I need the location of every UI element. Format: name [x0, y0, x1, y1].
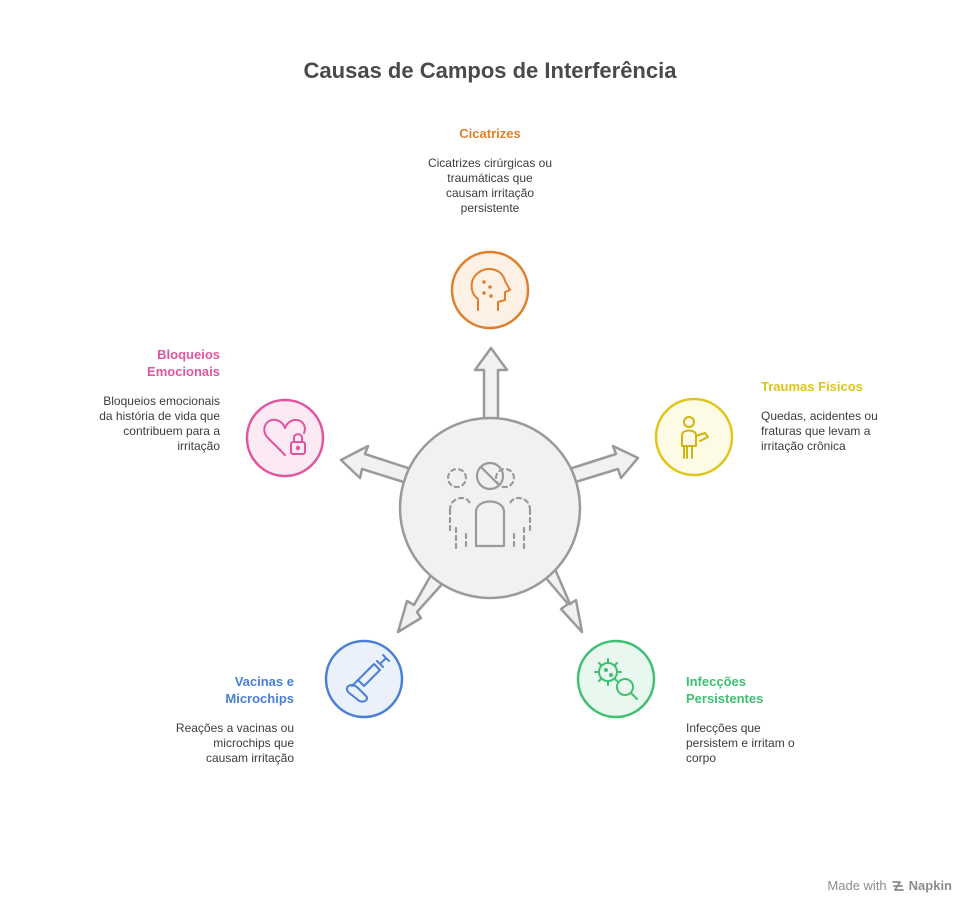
- napkin-brand: Napkin: [908, 878, 952, 893]
- heart-lock-icon: [263, 418, 306, 456]
- vacinas-description: Reações a vacinas ou microchips que caus…: [175, 721, 294, 765]
- arrow-up: [473, 346, 509, 422]
- page-title: Causas de Campos de Interferência: [303, 58, 677, 83]
- cicatrizes-circle: [450, 250, 530, 330]
- arrow-lower-left: [396, 573, 446, 634]
- arrow-left: [339, 444, 416, 486]
- syringe-chip-icon: [346, 654, 390, 703]
- virus-search-icon: [594, 658, 638, 700]
- infeccoes-heading: Infecções Persistentes: [686, 674, 764, 706]
- napkin-watermark: Made with Napkin: [827, 878, 952, 893]
- arrow-lower-right: [543, 567, 584, 634]
- cicatrizes-heading: Cicatrizes: [459, 126, 521, 141]
- vacinas-heading: Vacinas e Microchips: [225, 674, 294, 706]
- vacinas-circle: [324, 639, 404, 719]
- center-circle: [398, 416, 582, 600]
- traumas-circle: [654, 397, 734, 477]
- bloqueios-heading: Bloqueios Emocionais: [147, 347, 220, 379]
- arrow-right: [564, 444, 640, 486]
- made-with-label: Made with: [827, 878, 887, 893]
- face-marks-icon: [470, 268, 511, 311]
- infeccoes-description: Infecções que persistem e irritam o corp…: [686, 721, 795, 765]
- person-group-icon: [446, 461, 532, 550]
- bloqueios-circle: [245, 398, 325, 478]
- bloqueios-description: Bloqueios emocionais da história de vida…: [99, 394, 220, 453]
- traumas-heading: Traumas Físicos: [761, 379, 863, 394]
- cicatrizes-description: Cicatrizes cirúrgicas ou traumáticas que…: [427, 156, 553, 215]
- napkin-logo-icon: [891, 880, 904, 891]
- traumas-description: Quedas, acidentes ou fraturas que levam …: [761, 409, 878, 453]
- injured-person-icon: [681, 416, 709, 459]
